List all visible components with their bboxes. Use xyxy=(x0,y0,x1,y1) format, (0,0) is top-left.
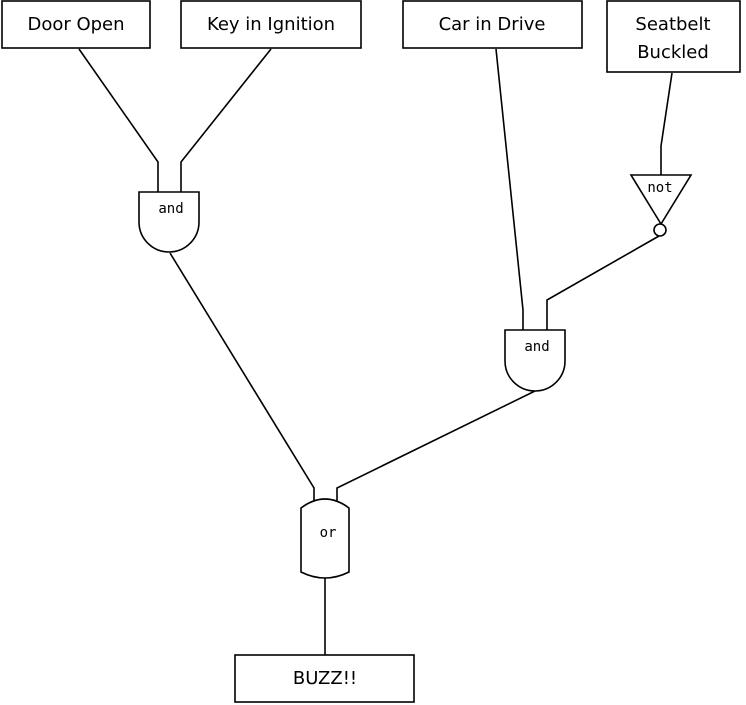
input-key-in-ignition: Key in Ignition xyxy=(180,0,362,49)
or-gate-label: or xyxy=(320,525,337,541)
wire-seatbelt-to-not xyxy=(660,72,673,175)
and-gate-left-label: and xyxy=(158,201,183,217)
input-car-in-drive: Car in Drive xyxy=(402,0,583,49)
not-gate-bubble xyxy=(653,223,667,237)
input-door-open-label: Door Open xyxy=(27,14,124,35)
input-seatbelt-label-line1: Seatbelt xyxy=(635,14,710,35)
input-seatbelt-label-line2: Buckled xyxy=(637,42,709,63)
wire-car-in-drive-to-and xyxy=(495,48,524,330)
and-gate-right-label: and xyxy=(524,339,549,355)
not-gate: not xyxy=(629,174,693,237)
wire-key-to-and xyxy=(180,48,272,192)
wire-door-open-to-and xyxy=(78,48,159,192)
input-seatbelt-buckled: Seatbelt Buckled xyxy=(606,0,741,73)
wires xyxy=(78,48,673,655)
input-car-in-drive-label: Car in Drive xyxy=(439,14,546,35)
input-key-in-ignition-label: Key in Ignition xyxy=(207,14,335,35)
not-gate-label: not xyxy=(647,180,672,196)
output-buzz: BUZZ!! xyxy=(234,654,415,703)
and-gate-left: and xyxy=(138,191,200,253)
and-gate-right: and xyxy=(504,329,566,392)
wire-and-left-to-or xyxy=(169,252,315,508)
input-door-open: Door Open xyxy=(1,0,151,49)
wire-and-right-to-or xyxy=(336,390,536,508)
wire-not-to-and xyxy=(546,235,660,330)
output-buzz-label: BUZZ!! xyxy=(293,668,357,689)
or-gate: or xyxy=(300,498,350,579)
